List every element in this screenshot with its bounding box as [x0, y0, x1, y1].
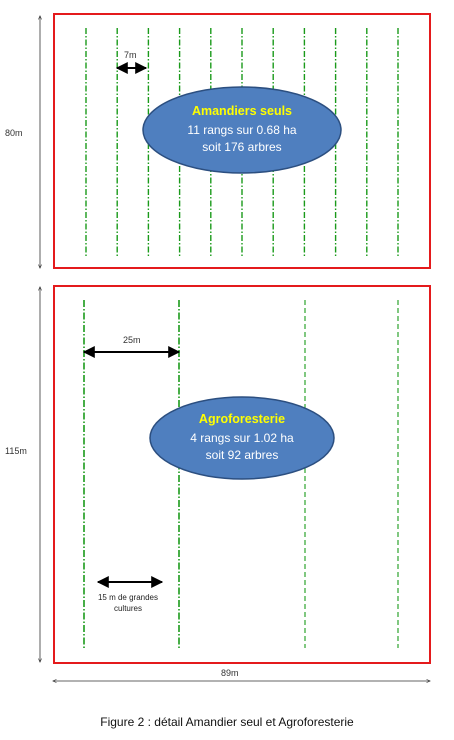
bottom-height-label: 115m	[5, 446, 27, 456]
width-label: 89m	[221, 668, 239, 678]
bottom-ellipse-line2: soit 92 arbres	[206, 448, 279, 462]
top-ellipse-line2: soit 176 arbres	[202, 140, 281, 154]
figure-caption: Figure 2 : détail Amandier seul et Agrof…	[100, 715, 354, 729]
top-spacing-label: 7m	[124, 50, 137, 60]
bottom-spacing-label: 25m	[123, 335, 141, 345]
crop-label-line2: cultures	[114, 604, 142, 613]
top-info-ellipse	[142, 86, 342, 174]
top-plot: 80m 7m Amandiers seuls 11 rangs sur 0.68…	[5, 13, 431, 269]
bottom-plot: 115m 25m 15 m de grandes cultures Agrofo…	[5, 285, 431, 664]
bottom-ellipse-line1: 4 rangs sur 1.02 ha	[190, 431, 294, 445]
bottom-plot-border	[53, 285, 431, 664]
top-ellipse-title: Amandiers seuls	[192, 104, 292, 118]
top-ellipse-line1: 11 rangs sur 0.68 ha	[187, 123, 297, 137]
top-plot-border	[53, 13, 431, 269]
crop-label-line1: 15 m de grandes	[98, 593, 158, 602]
top-tree-rows	[85, 28, 399, 256]
bottom-tree-rows	[83, 300, 399, 648]
bottom-ellipse-title: Agroforesterie	[199, 412, 285, 426]
bottom-info-ellipse	[149, 396, 335, 480]
top-height-label: 80m	[5, 128, 23, 138]
